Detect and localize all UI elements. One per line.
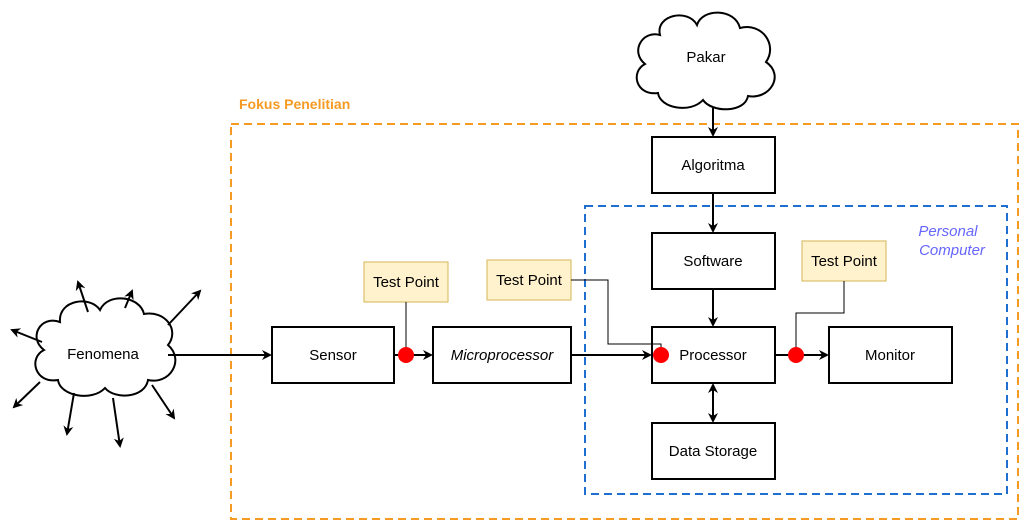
expert-cloud: Pakar [635,11,776,111]
software-label: Software [683,253,742,270]
test-point-1-dot [398,347,414,363]
personal-computer-label: Personal Computer [918,223,986,259]
test-point-1: Test Point [363,261,449,303]
phenomenon-cloud-label: Fenomena [67,346,139,363]
software-block: Software [651,232,776,290]
phenomenon-radiating-arrows [10,280,202,448]
test-point-2-connector [571,279,662,355]
test-point-3-dot [788,347,804,363]
data-storage-block: Data Storage [651,422,776,480]
expert-cloud-label: Pakar [686,49,725,66]
test-point-3-label: Test Point [811,253,878,270]
test-point-2: Test Point [486,259,572,301]
research-focus-region [230,123,1019,520]
test-point-2-label: Test Point [496,272,563,289]
sensor-label: Sensor [309,347,357,364]
test-point-3: Test Point [801,240,887,282]
algorithm-label: Algoritma [681,157,745,174]
processor-block: Processor [651,326,776,384]
microprocessor-block: Microprocessor [432,326,572,384]
data-storage-label: Data Storage [669,443,757,460]
personal-computer-label-line2: Computer [919,242,986,259]
research-focus-label: Fokus Penelitian [239,96,350,112]
test-point-3-connector [795,281,845,355]
microprocessor-label: Microprocessor [451,347,555,364]
sensor-block: Sensor [271,326,395,384]
phenomenon-cloud: Fenomena [34,297,177,397]
personal-computer-region [584,205,1008,495]
test-point-1-label: Test Point [373,274,440,291]
personal-computer-label-line1: Personal [918,223,978,240]
monitor-block: Monitor [828,326,953,384]
test-point-2-dot [653,347,669,363]
algorithm-block: Algoritma [651,136,776,194]
processor-label: Processor [679,347,747,364]
monitor-label: Monitor [865,347,915,364]
